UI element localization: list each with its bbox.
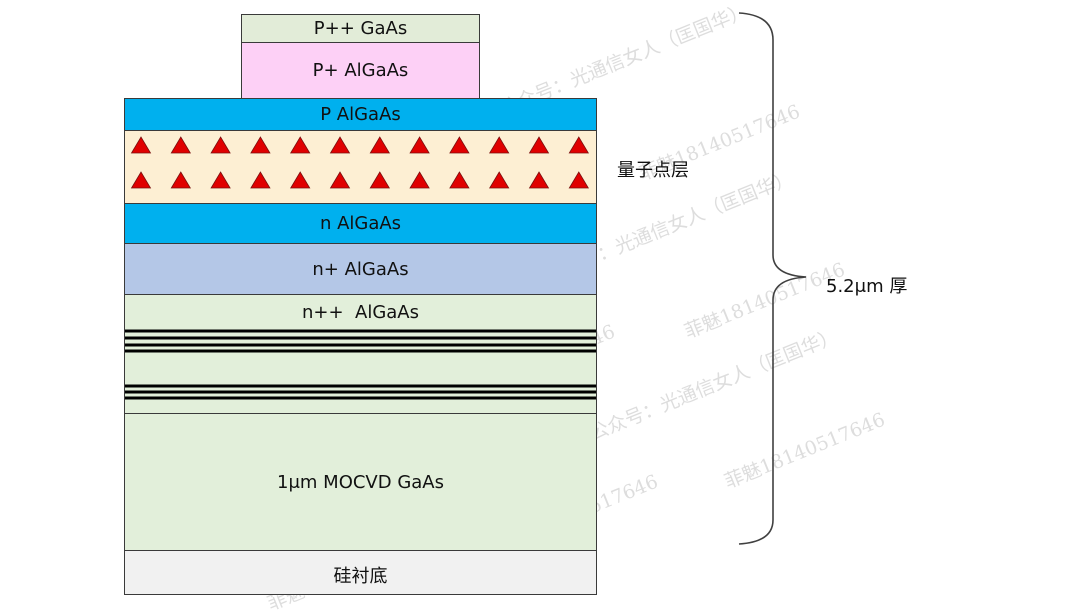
quantum-dot	[250, 171, 271, 189]
quantum-dot	[409, 171, 430, 189]
quantum-dot	[488, 171, 510, 189]
layer-label: 1μm MOCVD GaAs	[277, 471, 444, 493]
quantum-dot-layer-label: 量子点层	[617, 160, 689, 181]
quantum-dot	[369, 136, 391, 154]
quantum-dot	[528, 171, 550, 189]
quantum-dot	[289, 171, 311, 189]
thickness-brace	[738, 12, 807, 545]
quantum-dot	[329, 136, 351, 154]
quantum-dot	[488, 136, 510, 154]
quantum-dot	[369, 171, 391, 189]
layer-n-plus-plus-algaas: n++ AlGaAs	[124, 294, 597, 414]
layer-label: P AlGaAs	[320, 104, 401, 125]
quantum-dot	[409, 136, 430, 154]
layer-p-plus-plus-gaas: P++ GaAs	[241, 14, 480, 43]
layer-label: P++ GaAs	[313, 18, 408, 39]
quantum-dot	[528, 136, 550, 154]
layer-mocvd-gaas: 1μm MOCVD GaAs	[124, 413, 597, 551]
layer-silicon-substrate: 硅衬底	[124, 550, 597, 595]
quantum-dot	[568, 171, 590, 189]
layer-label: n+ AlGaAs	[312, 258, 409, 280]
layer-label: P+ AlGaAs	[312, 60, 409, 81]
quantum-dot	[329, 171, 351, 189]
layer-label: n AlGaAs	[319, 213, 402, 234]
quantum-dot	[250, 136, 271, 154]
quantum-dot	[170, 171, 192, 189]
quantum-dots	[130, 136, 590, 189]
quantum-dot	[210, 136, 231, 154]
superlattice-lines	[125, 329, 596, 400]
quantum-dot	[449, 136, 470, 154]
layer-label: 硅衬底	[333, 565, 388, 587]
quantum-dot	[289, 136, 311, 154]
quantum-dot	[449, 171, 470, 189]
layer-n-plus-algaas: n+ AlGaAs	[124, 243, 597, 295]
quantum-dot	[568, 136, 590, 154]
thickness-label: 5.2μm 厚	[826, 276, 908, 297]
quantum-dot	[130, 136, 152, 154]
quantum-dot	[170, 136, 192, 154]
quantum-dot	[210, 171, 231, 189]
layer-p-algaas: P AlGaAs	[124, 98, 597, 131]
quantum-dot	[130, 171, 152, 189]
layer-label: n++ AlGaAs	[302, 302, 419, 323]
